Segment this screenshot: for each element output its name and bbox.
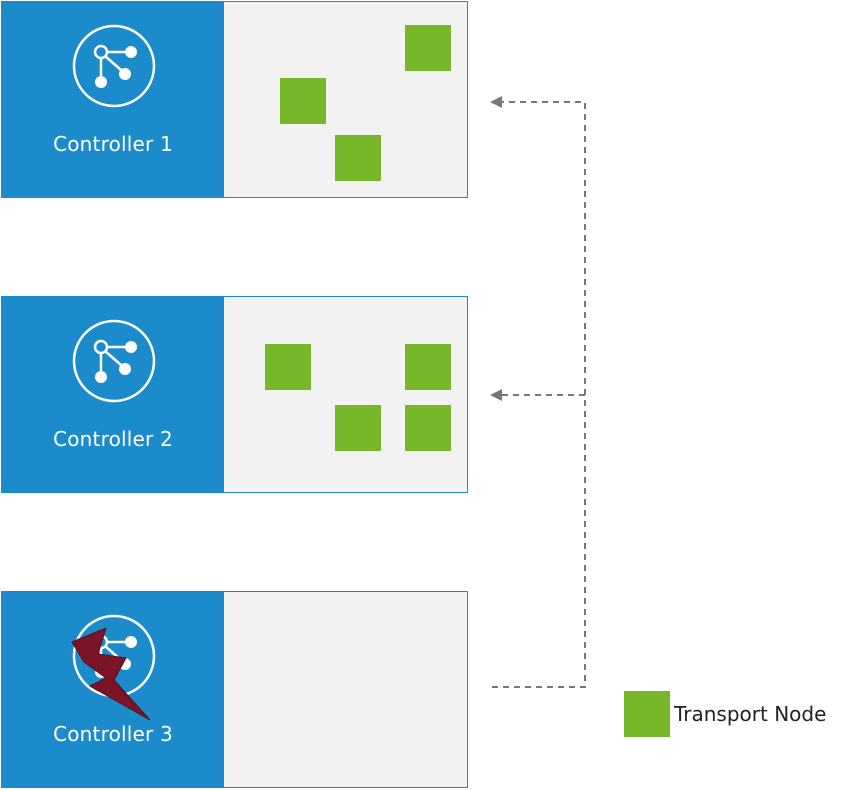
transport-node — [335, 405, 381, 451]
controller-2: Controller 2 — [1, 296, 468, 493]
controller-label: Controller 2 — [53, 427, 173, 451]
transport-node — [280, 78, 326, 124]
controller-1-panel: Controller 1 — [2, 2, 224, 197]
legend-swatch — [624, 691, 670, 737]
transport-node — [405, 25, 451, 71]
lightning-bolt-icon — [71, 628, 151, 721]
redistribution-connector — [490, 96, 586, 688]
controller-2-panel: Controller 2 — [2, 297, 224, 492]
controller-label: Controller 3 — [53, 722, 173, 746]
legend-label: Transport Node — [674, 702, 827, 726]
arrowhead-icon — [490, 389, 502, 401]
transport-node — [265, 344, 311, 390]
transport-node — [405, 405, 451, 451]
transport-node — [335, 135, 381, 181]
controller-1: Controller 1 — [1, 1, 468, 198]
controller-3-node-area — [224, 592, 467, 787]
controller-1-node-area — [224, 2, 467, 197]
network-nodes-icon — [72, 319, 156, 403]
controller-3-panel: Controller 3 — [2, 592, 224, 787]
controller-label: Controller 1 — [53, 132, 173, 156]
arrowhead-icon — [490, 96, 502, 108]
controller-3: Controller 3 — [1, 591, 468, 788]
network-nodes-icon — [72, 24, 156, 108]
controller-2-node-area — [224, 297, 467, 492]
transport-node — [405, 344, 451, 390]
